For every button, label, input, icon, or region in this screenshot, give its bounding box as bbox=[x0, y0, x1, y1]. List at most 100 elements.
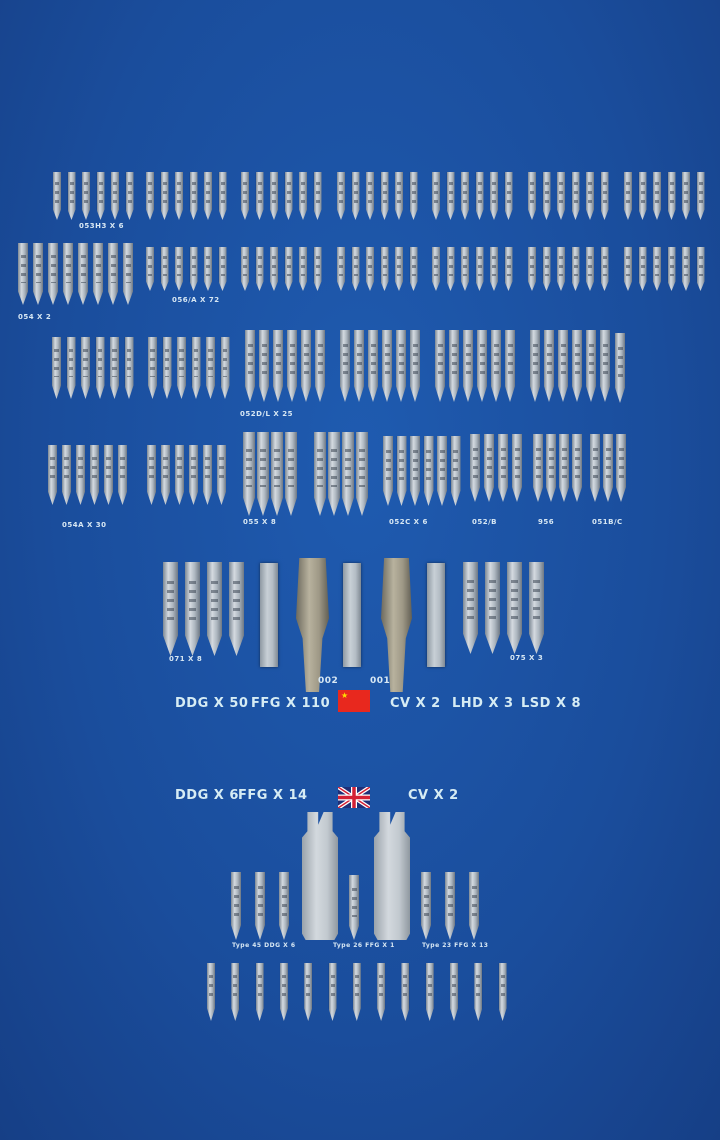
china-ffg-count: FFG X 110 bbox=[251, 696, 331, 711]
ship-model bbox=[255, 247, 264, 291]
ship-model bbox=[189, 445, 198, 505]
ship-model-type23 bbox=[469, 872, 479, 940]
ship-model bbox=[313, 172, 322, 220]
ship-model bbox=[435, 330, 445, 402]
ship-model bbox=[396, 330, 406, 402]
china-lhd-count: LHD X 3 bbox=[452, 696, 514, 711]
label-054: 054 X 2 bbox=[18, 313, 52, 321]
label-053h3: 053H3 X 6 bbox=[79, 222, 124, 230]
ship-model bbox=[315, 330, 325, 402]
ship-model bbox=[490, 247, 498, 291]
ship-model bbox=[245, 330, 255, 402]
ship-model bbox=[82, 172, 90, 220]
ship-model bbox=[203, 445, 212, 505]
ship-model bbox=[544, 330, 554, 402]
ship-model bbox=[93, 243, 103, 305]
ship-model bbox=[67, 172, 76, 220]
ship-model bbox=[446, 247, 455, 291]
ship-model bbox=[243, 432, 255, 516]
ship-model bbox=[255, 172, 264, 220]
ship-model-type23 bbox=[377, 963, 386, 1021]
label-956: 956 bbox=[538, 518, 555, 526]
uk-cv-count: CV X 2 bbox=[408, 788, 459, 803]
ship-model bbox=[328, 432, 340, 516]
ship-model-type23 bbox=[279, 963, 288, 1021]
ship-model bbox=[160, 172, 169, 220]
ship-model bbox=[366, 247, 374, 291]
ship-model bbox=[48, 243, 58, 305]
ship-model bbox=[287, 330, 297, 402]
china-cv-count: CV X 2 bbox=[390, 696, 441, 711]
ship-model bbox=[682, 247, 690, 291]
ship-model bbox=[600, 247, 609, 291]
ship-model-lsd bbox=[163, 562, 178, 656]
ship-model bbox=[382, 330, 392, 402]
ship-model bbox=[409, 247, 418, 291]
ship-model bbox=[147, 445, 156, 505]
ship-model bbox=[146, 172, 154, 220]
ship-model bbox=[638, 172, 647, 220]
ship-model bbox=[95, 337, 105, 399]
ship-model bbox=[512, 434, 522, 502]
ship-model bbox=[177, 337, 186, 399]
ship-model bbox=[395, 247, 403, 291]
label-052c: 052C X 6 bbox=[389, 518, 428, 526]
ship-model bbox=[475, 172, 484, 220]
ship-model-lsd bbox=[507, 562, 522, 654]
ship-model bbox=[33, 243, 43, 305]
ship-model bbox=[108, 243, 118, 305]
ship-model bbox=[437, 436, 447, 506]
ship-model bbox=[590, 434, 600, 502]
ship-model bbox=[189, 247, 198, 291]
ship-model-type45 bbox=[231, 872, 241, 940]
ship-model-type45 bbox=[255, 872, 265, 940]
ship-model bbox=[586, 330, 596, 402]
ship-model bbox=[271, 432, 283, 516]
ship-model bbox=[450, 436, 461, 506]
ship-model bbox=[301, 330, 311, 402]
ship-model-type23 bbox=[425, 963, 434, 1021]
ship-model-lsd bbox=[185, 562, 200, 656]
ship-model-type23 bbox=[304, 963, 313, 1021]
ship-model-lhd bbox=[343, 563, 361, 667]
ship-model bbox=[533, 434, 543, 502]
ship-model bbox=[81, 337, 90, 399]
ship-model bbox=[624, 247, 632, 291]
ship-model bbox=[528, 172, 536, 220]
ship-model bbox=[204, 247, 212, 291]
ship-model bbox=[241, 172, 249, 220]
ship-model bbox=[409, 172, 418, 220]
ship-model bbox=[161, 445, 170, 505]
ship-model bbox=[557, 172, 565, 220]
ship-model bbox=[148, 337, 157, 399]
carrier-model-001 bbox=[381, 558, 412, 692]
label-055: 055 X 8 bbox=[243, 518, 277, 526]
ship-model bbox=[104, 445, 113, 505]
uk-ddg-count: DDG X 6 bbox=[175, 788, 239, 803]
ship-model-lsd bbox=[485, 562, 500, 654]
ship-model bbox=[653, 247, 661, 291]
china-lsd-count: LSD X 8 bbox=[521, 696, 582, 711]
ship-model bbox=[682, 172, 690, 220]
ship-model bbox=[571, 172, 580, 220]
ship-model-lsd bbox=[463, 562, 478, 654]
ship-model bbox=[351, 247, 360, 291]
ship-model-lhd bbox=[427, 563, 445, 667]
ship-model-type23 bbox=[231, 963, 240, 1021]
ship-model bbox=[572, 434, 582, 502]
ship-model bbox=[461, 172, 469, 220]
ship-model bbox=[270, 247, 278, 291]
ship-model bbox=[395, 172, 403, 220]
ship-model bbox=[667, 247, 676, 291]
ship-model-lsd bbox=[207, 562, 222, 656]
ship-model bbox=[558, 330, 568, 402]
ship-model bbox=[90, 445, 99, 505]
ship-model bbox=[696, 247, 705, 291]
ship-model bbox=[351, 172, 360, 220]
ship-model bbox=[667, 172, 676, 220]
ship-model bbox=[477, 330, 487, 402]
ship-model bbox=[191, 337, 201, 399]
ship-model-type45 bbox=[279, 872, 289, 940]
ship-model bbox=[340, 330, 350, 402]
ship-model bbox=[542, 247, 551, 291]
